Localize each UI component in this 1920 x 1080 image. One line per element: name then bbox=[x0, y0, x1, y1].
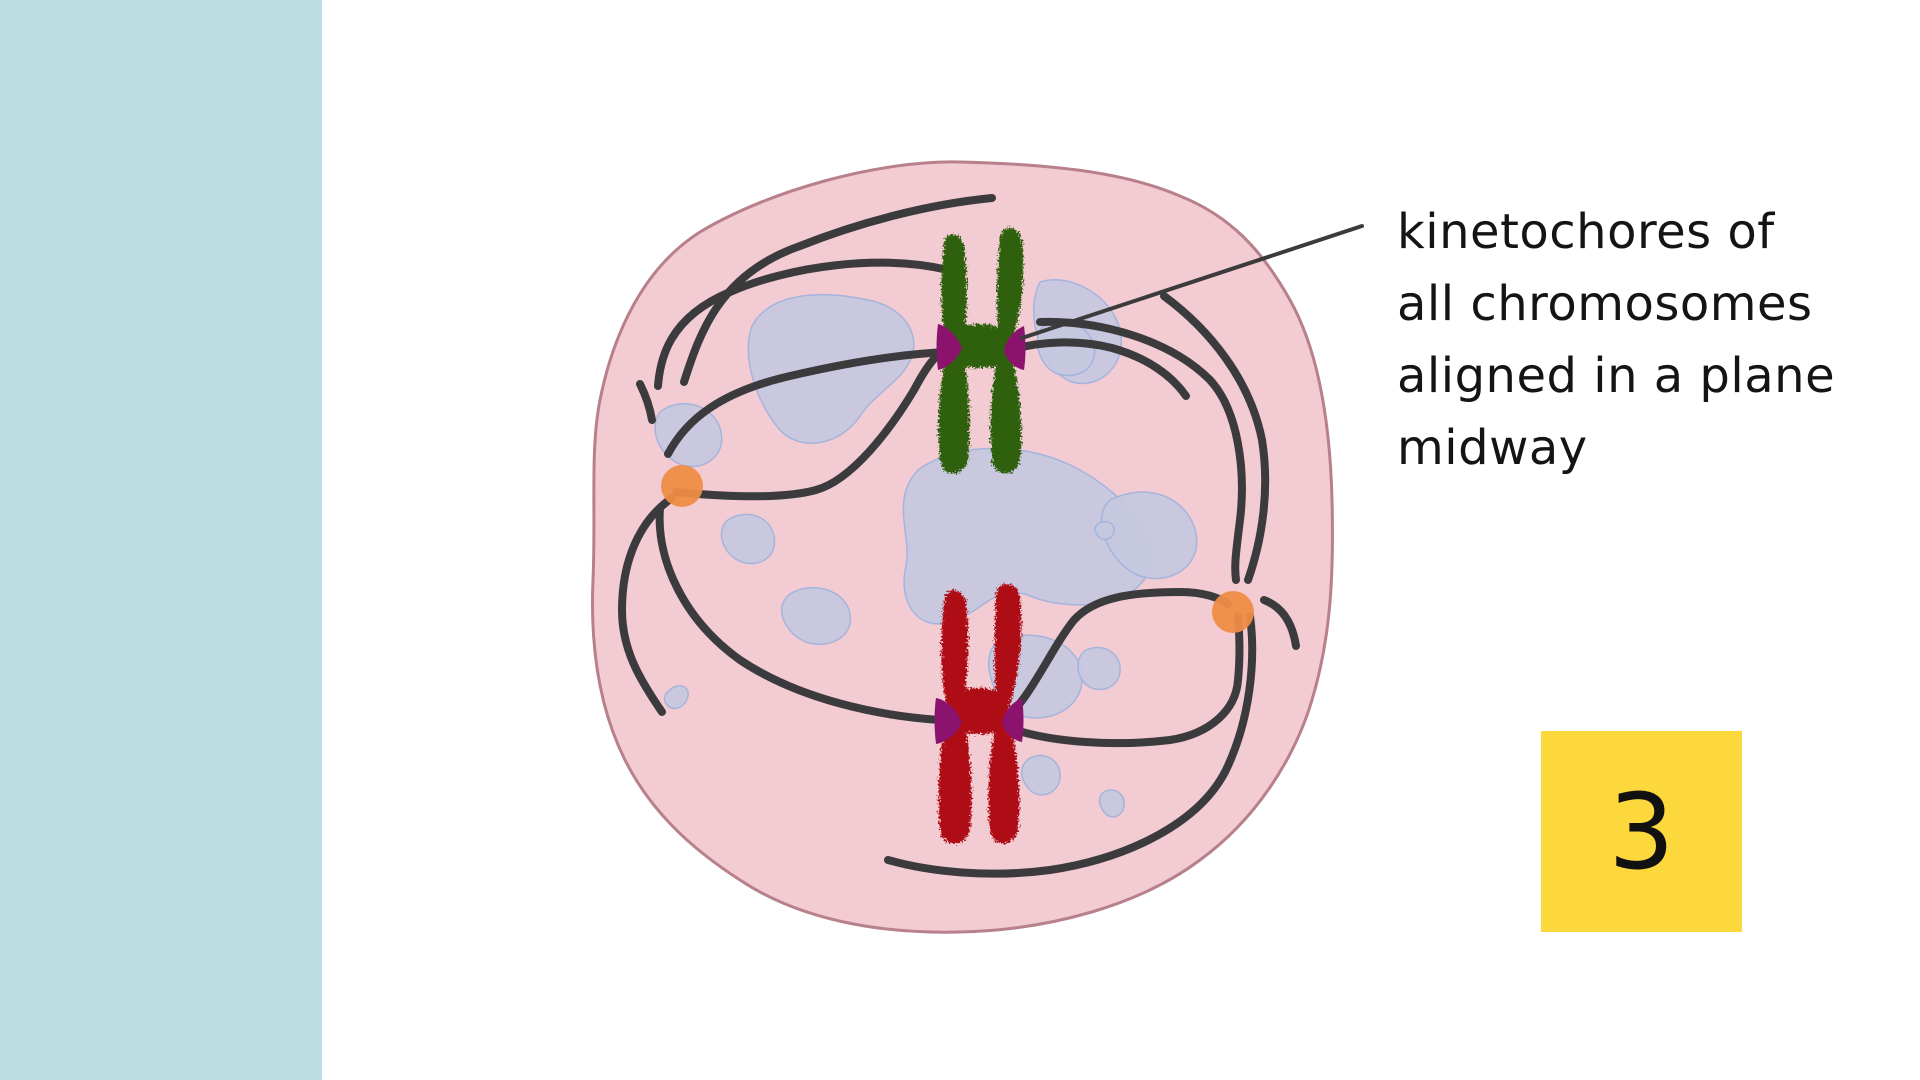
spindle-fiber bbox=[664, 348, 952, 458]
kinetochore bbox=[1004, 326, 1026, 370]
nucleoplasm-blob-10 bbox=[1077, 646, 1121, 691]
kinetochore bbox=[936, 324, 962, 370]
spindle-fiber bbox=[680, 194, 996, 386]
spindle-fiber bbox=[884, 612, 1257, 878]
callout-line-2: all chromosomes bbox=[1397, 276, 1813, 332]
side-panel bbox=[0, 0, 322, 1080]
kinetochore bbox=[1002, 698, 1024, 742]
spindle-fiber bbox=[672, 347, 952, 501]
nucleoplasm-blob-13 bbox=[1098, 789, 1125, 818]
centrosome-right bbox=[1212, 591, 1254, 633]
spindle-fiber bbox=[1160, 292, 1270, 584]
centromere-bridge bbox=[952, 324, 1006, 368]
spindle-fiber bbox=[617, 494, 676, 716]
nucleoplasm-blob-12 bbox=[663, 685, 689, 710]
spindle-fiber bbox=[636, 380, 656, 424]
kinetochore bbox=[934, 698, 962, 744]
spindle-fiber bbox=[1000, 338, 1190, 400]
callout-pointer-line bbox=[1020, 224, 1364, 340]
nucleoplasm-blob-14 bbox=[1094, 520, 1115, 541]
step-badge: 3 bbox=[1541, 731, 1742, 932]
spindle-fiber bbox=[1000, 612, 1244, 748]
callout-line-1: kinetochores of bbox=[1397, 204, 1775, 260]
spindle-fibers bbox=[617, 194, 1300, 878]
callout-line-3: aligned in a plane bbox=[1397, 348, 1836, 404]
kinetochores-green bbox=[936, 324, 1026, 370]
nuclear-material bbox=[654, 279, 1198, 818]
spindle-fiber bbox=[998, 587, 1232, 726]
kinetochores-red bbox=[934, 698, 1024, 744]
nucleoplasm-blob-7 bbox=[780, 586, 852, 645]
chromatid-right bbox=[988, 584, 1022, 844]
centromere-bridge bbox=[952, 688, 1004, 734]
nucleoplasm-blob-5 bbox=[1100, 491, 1198, 580]
step-number: 3 bbox=[1608, 770, 1675, 893]
nucleoplasm-blob-11 bbox=[1021, 754, 1061, 796]
spindle-fiber bbox=[1260, 596, 1300, 650]
spindle-fiber bbox=[654, 258, 952, 390]
nucleoplasm-blob-3 bbox=[902, 447, 1152, 625]
nucleoplasm-blob-6 bbox=[720, 513, 776, 565]
callout-label: kinetochores of all chromosomes aligned … bbox=[1397, 196, 1857, 484]
spindle-fiber bbox=[1036, 317, 1246, 584]
spindle-fiber bbox=[655, 504, 944, 724]
chromosome-red bbox=[938, 584, 1022, 844]
centrosome-left bbox=[661, 465, 703, 507]
callout-line-4: midway bbox=[1397, 420, 1588, 476]
